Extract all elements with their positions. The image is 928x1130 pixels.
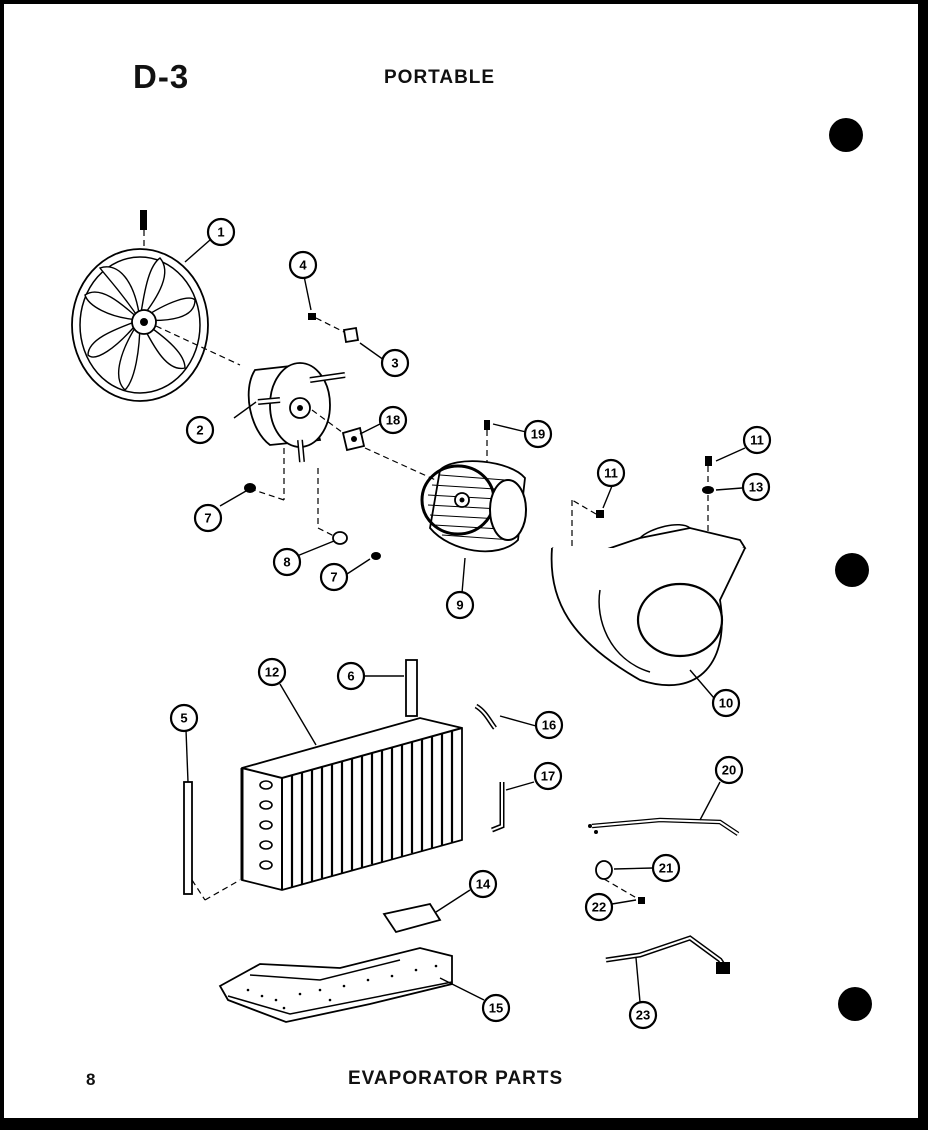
document-code: D-3 [133, 58, 190, 95]
callout-16: 16 [534, 710, 564, 740]
drain-pad-drawing [382, 902, 442, 934]
callout-3: 3 [380, 348, 410, 378]
callout-21: 21 [651, 853, 681, 883]
callout-20: 20 [714, 755, 744, 785]
callout-11b: 11 [742, 425, 772, 455]
top-bracket-drawing [405, 659, 418, 717]
nuts-and-grommet-drawing [244, 483, 381, 560]
callout-label: 21 [659, 861, 673, 876]
callout-label: 11 [604, 466, 618, 481]
callout-label: 11 [750, 433, 764, 448]
fan-motor-drawing [247, 362, 441, 539]
binder-hole-bottom [838, 987, 872, 1021]
callout-label: 16 [542, 718, 556, 733]
callout-label: 5 [180, 711, 187, 726]
housing-hardware-drawing [571, 456, 714, 548]
document-subtitle: PORTABLE [384, 67, 496, 88]
callout-label: 13 [749, 480, 763, 495]
callout-9: 9 [445, 590, 475, 620]
callout-label: 12 [265, 665, 279, 680]
callout-label: 2 [196, 423, 203, 438]
wire-harness-drawing [605, 935, 731, 974]
callout-22: 22 [584, 892, 614, 922]
binder-hole-top [829, 118, 863, 152]
callout-18: 18 [378, 405, 408, 435]
page-number: 8 [86, 1070, 96, 1089]
callout-label: 4 [299, 258, 307, 273]
callout-label: 22 [592, 900, 606, 915]
blower-wheel-drawing [420, 460, 527, 553]
callout-label: 18 [386, 413, 400, 428]
callout-7b: 7 [319, 562, 349, 592]
callout-14: 14 [468, 869, 498, 899]
callout-15: 15 [481, 993, 511, 1023]
callout-label: 10 [719, 696, 733, 711]
callout-10: 10 [711, 688, 741, 718]
clamp-drawing [595, 860, 645, 904]
callout-label: 20 [722, 763, 736, 778]
callout-2: 2 [185, 415, 215, 445]
callout-label: 23 [636, 1008, 650, 1023]
callout-label: 7 [204, 511, 211, 526]
clip-and-screw-drawing [308, 313, 360, 344]
callout-label: 14 [476, 877, 491, 892]
callout-11a: 11 [596, 458, 626, 488]
callout-label: 19 [531, 427, 545, 442]
bracket-and-setscrew-drawing [341, 420, 490, 475]
callout-label: 6 [347, 669, 354, 684]
callout-label: 17 [541, 769, 555, 784]
tubes-drawing [474, 703, 505, 833]
blower-housing-drawing [550, 524, 747, 686]
evaporator-coil-drawing [240, 717, 463, 891]
callout-label: 15 [489, 1001, 503, 1016]
callout-1: 1 [206, 217, 236, 247]
callout-label: 1 [217, 225, 224, 240]
callout-12: 12 [257, 657, 287, 687]
callout-13: 13 [741, 472, 771, 502]
callout-5: 5 [169, 703, 199, 733]
footer-title: EVAPORATOR PARTS [348, 1068, 564, 1089]
callout-label: 7 [330, 570, 337, 585]
callout-6: 6 [336, 661, 366, 691]
leader-lines [184, 239, 746, 1003]
binder-hole-middle [835, 553, 869, 587]
callout-label: 3 [391, 356, 398, 371]
callout-8: 8 [272, 547, 302, 577]
paper-sheet [4, 4, 918, 1118]
base-pan-drawing [218, 947, 453, 1023]
callout-19: 19 [523, 419, 553, 449]
side-bracket-drawing [183, 781, 241, 901]
fan-blade-drawing [71, 210, 241, 402]
callout-label: 9 [456, 598, 463, 613]
callout-23: 23 [628, 1000, 658, 1030]
thermostat-bulb-drawing [588, 817, 740, 836]
callout-4: 4 [288, 250, 318, 280]
callout-label: 8 [283, 555, 290, 570]
callout-7a: 7 [193, 503, 223, 533]
callout-17: 17 [533, 761, 563, 791]
